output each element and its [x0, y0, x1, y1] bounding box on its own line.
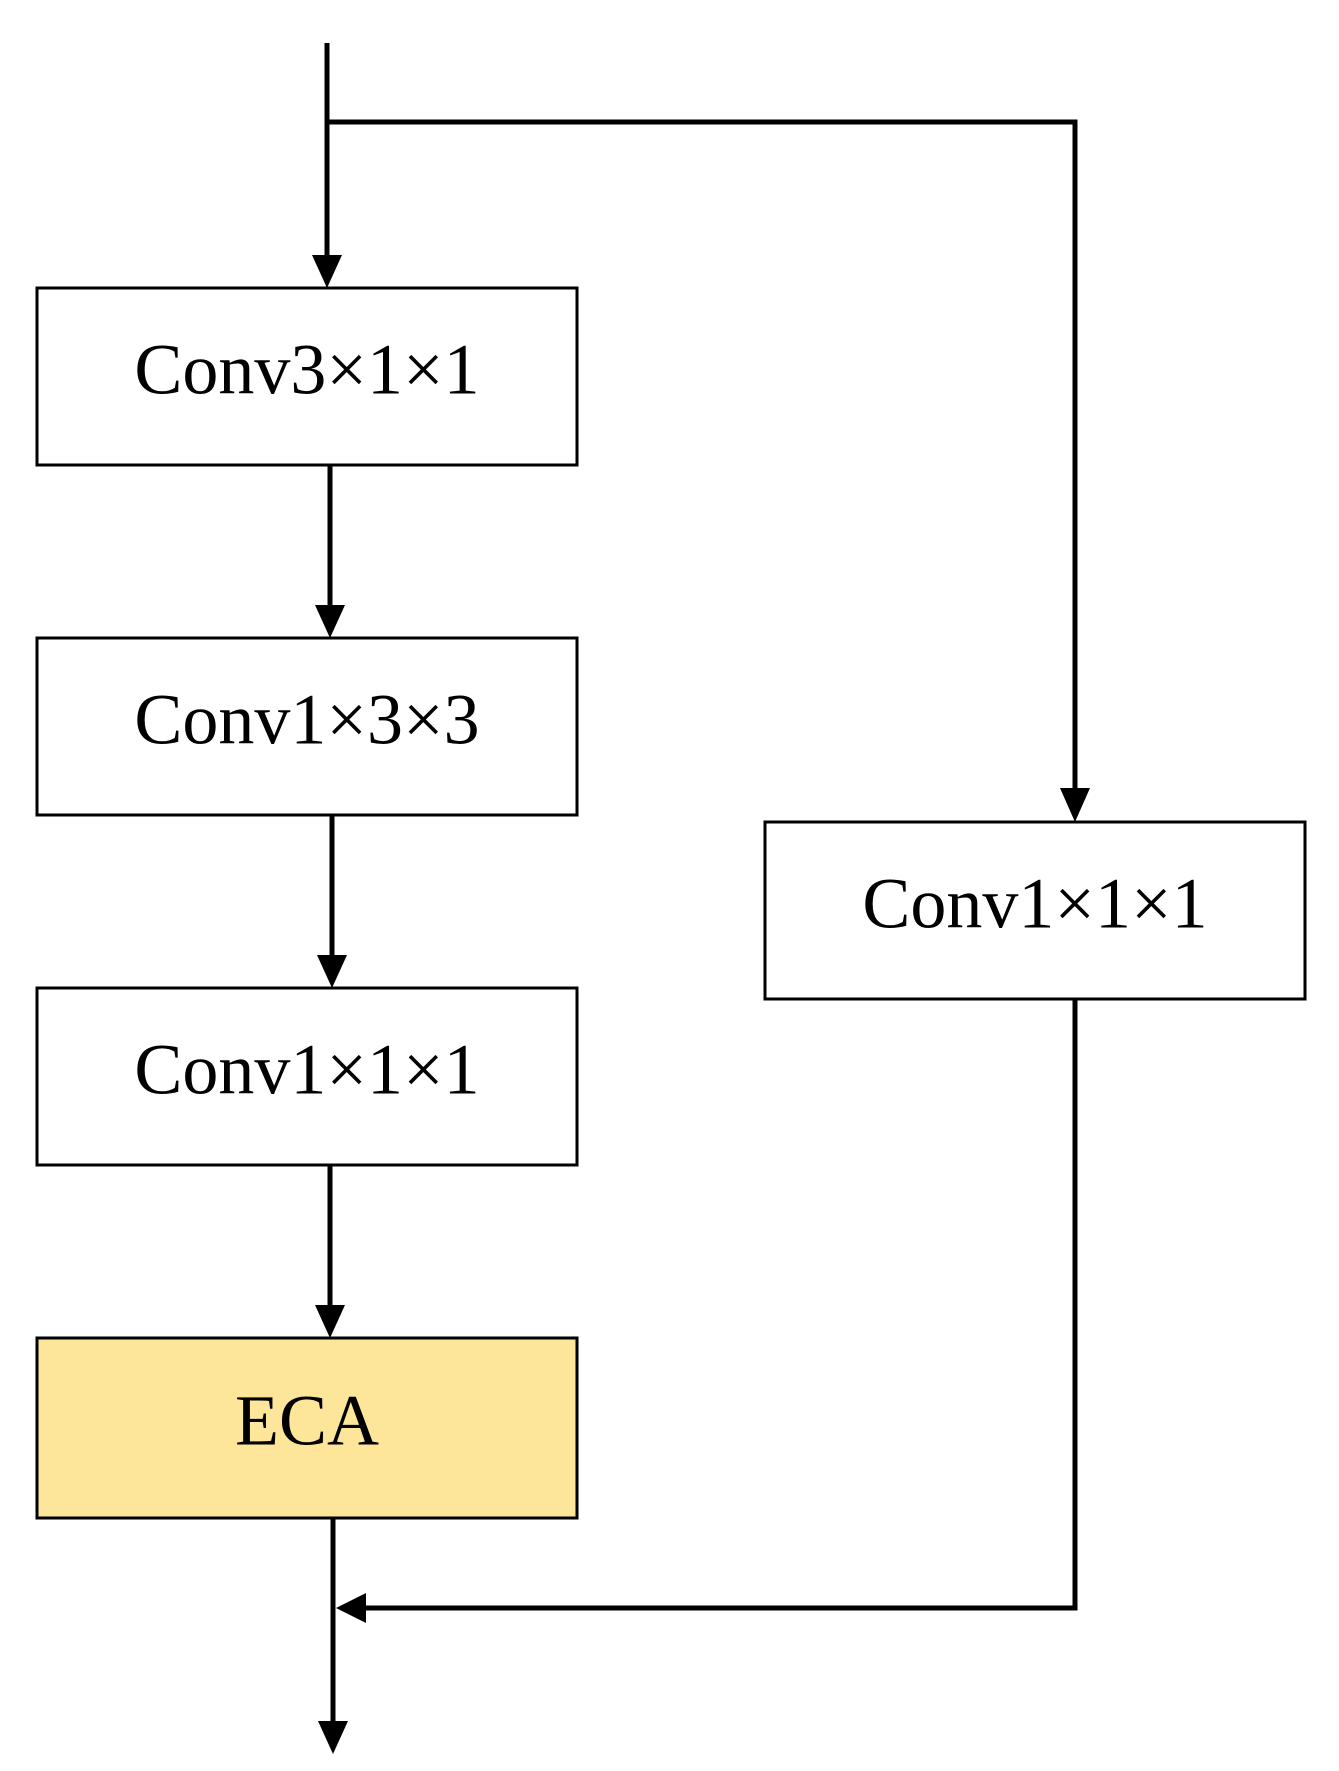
- output-arrow: [318, 1721, 348, 1754]
- shortcut-return-line: [360, 1000, 1078, 1611]
- arrow-into-shortcut-conv: [1060, 788, 1090, 822]
- conv3x1x1-label: Conv3×1×1: [134, 330, 479, 410]
- conv1x1x1-shortcut-box: [763, 820, 1307, 1001]
- conv1x1x1-main-block: Conv1×1×1: [35, 986, 579, 1167]
- eca-box: [35, 1336, 579, 1520]
- conv3x1x1-box: [35, 286, 579, 467]
- conv1x1x1-shortcut-block: Conv1×1×1: [763, 820, 1307, 1001]
- eca-block: ECA: [35, 1336, 579, 1520]
- conv1x1x1-main-label: Conv1×1×1: [134, 1030, 479, 1110]
- conv3x1x1-block: Conv3×1×1: [35, 286, 579, 467]
- conv1x1x1-shortcut-label: Conv1×1×1: [862, 864, 1207, 944]
- conv1x3x3-label: Conv1×3×3: [134, 680, 479, 760]
- conv1x3x3-box: [35, 636, 579, 817]
- arrow-into-eca: [315, 1305, 345, 1338]
- arrow-into-conv1x1x1: [317, 955, 347, 988]
- eca-label: ECA: [235, 1381, 379, 1461]
- conv1x1x1-main-box: [35, 986, 579, 1167]
- conv1x3x3-block: Conv1×3×3: [35, 636, 579, 817]
- shortcut-branch-line: [327, 119, 1078, 795]
- arrow-shortcut-merge: [336, 1593, 366, 1623]
- arrow-into-conv1x3x3: [315, 605, 345, 638]
- arrow-into-conv3x1x1: [312, 255, 342, 288]
